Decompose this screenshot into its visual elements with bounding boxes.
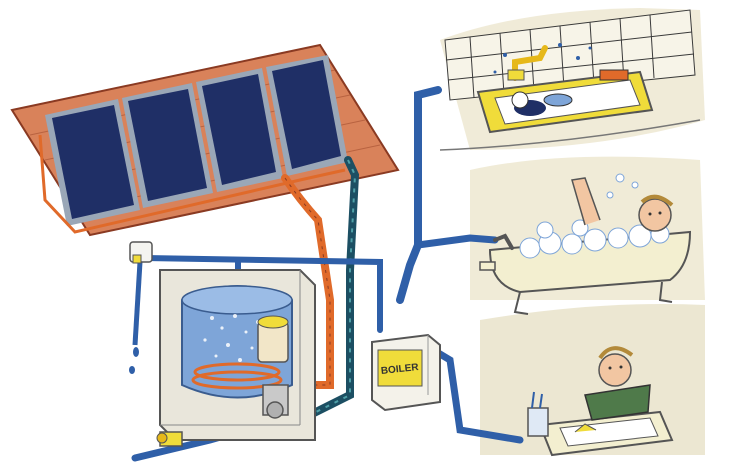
drip-drops — [129, 347, 139, 374]
boiler-icon: BOILER — [372, 335, 440, 410]
inlet-valve-icon — [157, 432, 182, 446]
overflow-pipe — [135, 262, 140, 345]
water-tank-icon — [160, 270, 315, 440]
distribution-riser — [400, 90, 438, 300]
cistern-tap-icon — [130, 242, 152, 263]
